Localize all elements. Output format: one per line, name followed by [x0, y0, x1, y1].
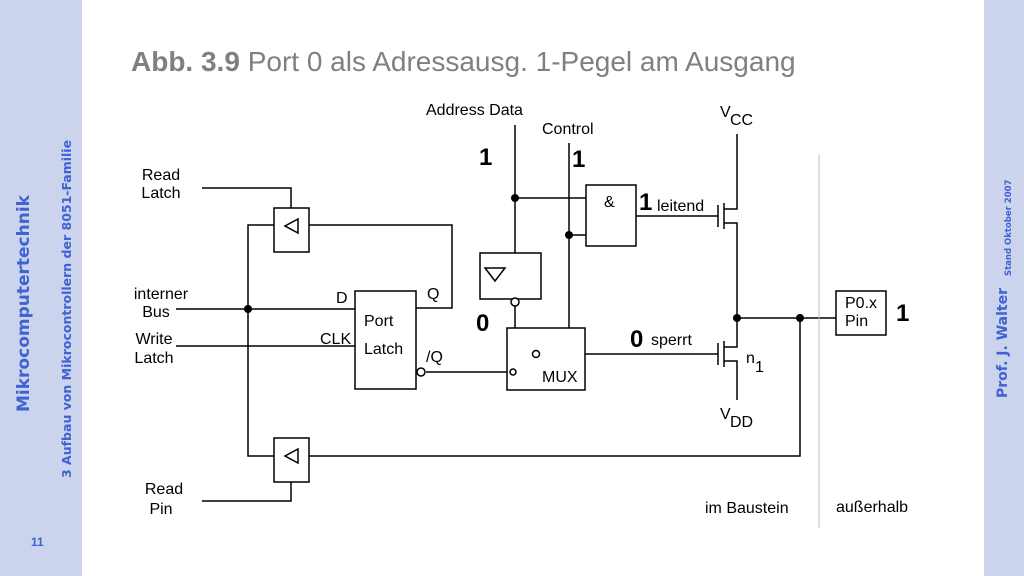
mux-output-level-indicator: 0	[630, 326, 643, 353]
junction-dots	[244, 194, 804, 322]
address-data-label: Address Data	[426, 102, 523, 119]
qn-output-label: /Q	[426, 349, 443, 366]
write-latch-label-2: Latch	[134, 350, 173, 367]
right-sidebar	[984, 0, 1024, 576]
vdd-subscript-label: DD	[730, 414, 753, 431]
sperrt-label: sperrt	[651, 332, 692, 349]
control-level-indicator: 1	[572, 146, 585, 173]
fet-n-label: n	[746, 350, 755, 367]
mux	[506, 327, 586, 391]
inverter-output-bubble	[510, 297, 520, 307]
leitend-label: leitend	[657, 198, 704, 215]
d-input-label: D	[336, 290, 348, 307]
and-gate-symbol: &	[604, 194, 615, 211]
port-latch-label-1: Port	[364, 313, 394, 330]
vdd-v-label: V	[720, 406, 731, 423]
clk-label: CLK	[320, 331, 351, 348]
pin-level-indicator: 1	[896, 300, 909, 327]
mux-label: MUX	[542, 369, 578, 386]
pin-box-label-1: P0.x	[845, 295, 877, 312]
read-latch-label-2: Latch	[141, 185, 180, 202]
mux-switch-pivot	[509, 368, 517, 376]
control-label: Control	[542, 121, 594, 138]
read-pin-label-1: Read	[145, 481, 183, 498]
internal-bus-label-1: interner	[134, 286, 189, 303]
and-output-level-indicator: 1	[639, 189, 652, 216]
pin-box	[835, 290, 887, 336]
inverter-triangle	[483, 267, 507, 283]
read-latch-label-1: Read	[142, 167, 180, 184]
left-sidebar	[0, 0, 82, 576]
page-number: 11	[31, 535, 44, 549]
internal-bus-label-2: Bus	[142, 304, 170, 321]
write-latch-label-1: Write	[135, 331, 172, 348]
port-latch-label-2: Latch	[364, 341, 403, 358]
inverter-box	[479, 252, 542, 300]
read-latch-buffer-triangle	[283, 217, 299, 235]
figure-number: Abb. 3.9	[131, 46, 240, 77]
vcc-v-label: V	[720, 104, 731, 121]
fet-n-subscript: 1	[755, 359, 764, 376]
outside-chip-label: außerhalb	[836, 499, 908, 516]
inside-chip-label: im Baustein	[705, 500, 789, 517]
figure-caption: Port 0 als Adressausg. 1-Pegel am Ausgan…	[239, 46, 796, 77]
slide-title: Abb. 3.9 Port 0 als Adressausg. 1-Pegel …	[131, 46, 796, 78]
port-latch	[354, 290, 417, 390]
read-pin-buffer-triangle	[283, 447, 299, 465]
and-gate	[585, 184, 637, 247]
read-pin-label-2: Pin	[149, 501, 172, 518]
mux-input-level-indicator: 0	[476, 310, 489, 337]
mux-switch-contact	[531, 349, 541, 359]
vcc-subscript-label: CC	[730, 112, 753, 129]
pin-box-label-2: Pin	[845, 313, 868, 330]
qn-inversion-bubble	[416, 367, 426, 377]
address-level-indicator: 1	[479, 144, 492, 171]
q-output-label: Q	[427, 286, 439, 303]
